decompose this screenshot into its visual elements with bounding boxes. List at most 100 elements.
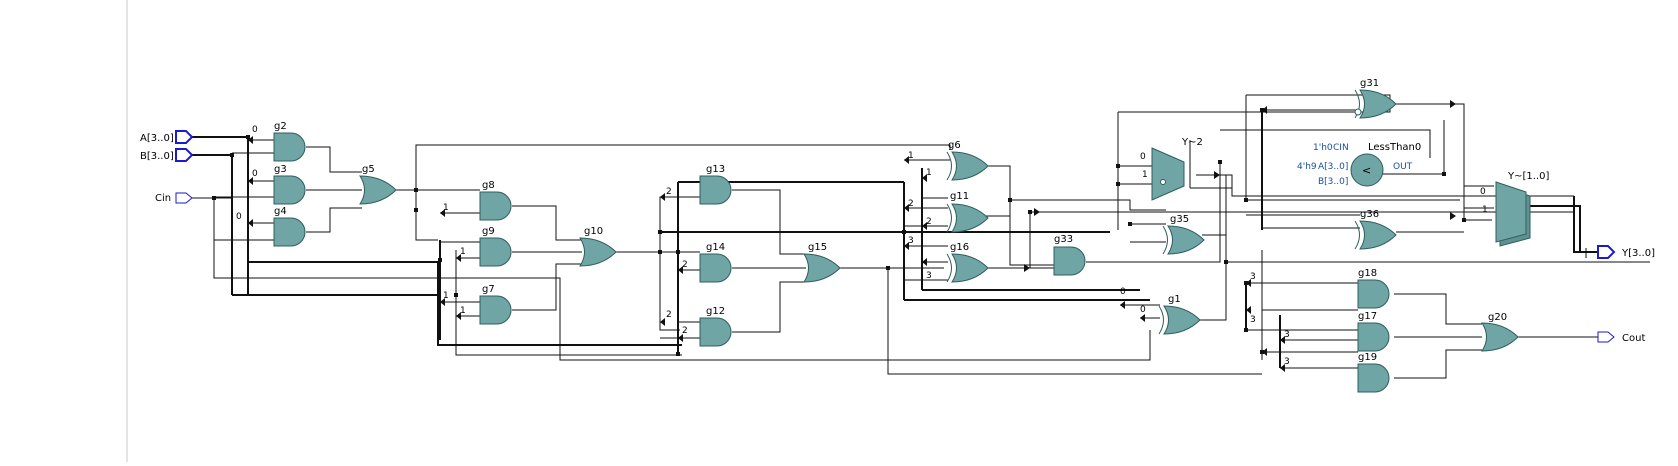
or-gate-g10[interactable] (579, 237, 617, 267)
port-cin-label: Cin (155, 193, 171, 204)
pane-splitter[interactable] (126, 0, 128, 462)
port-cout-label: Cout (1622, 333, 1645, 344)
port-a[interactable]: A[3..0] (140, 130, 194, 144)
label-g31: g31 (1360, 78, 1379, 89)
xor-gate-g6[interactable] (946, 151, 989, 181)
bit-label: 0 (252, 169, 258, 179)
left-pane (0, 0, 126, 462)
label-g2: g2 (274, 121, 287, 132)
and-gate-g2[interactable] (273, 132, 306, 162)
bit-label: 1 (460, 247, 466, 257)
label-g19: g19 (1358, 352, 1377, 363)
xor-gate-g1[interactable] (1158, 305, 1201, 335)
xor-gate-g11[interactable] (946, 203, 989, 233)
wires (192, 94, 1650, 379)
and-gate-g8[interactable] (479, 191, 512, 221)
bit-label: 1 (443, 291, 449, 301)
xor-gate-g35[interactable] (1162, 225, 1205, 255)
port-y-label: Y[3..0] (1621, 248, 1655, 259)
bit-label: 2 (926, 217, 932, 227)
bit-label: 1 (908, 151, 914, 161)
schematic-canvas[interactable]: A[3..0] B[3..0] Cin Y[3..0] Cout (128, 0, 1678, 462)
comparator-out-pin: OUT (1393, 162, 1413, 172)
comparator-symbol: < (1362, 164, 1371, 177)
gate-labels: g2 g3 g4 g5 g8 g9 g7 g10 g13 g14 g12 g15… (274, 78, 1507, 363)
bit-label: 3 (1250, 315, 1256, 325)
and-gate-g9[interactable] (479, 237, 512, 267)
and-gate-g17[interactable] (1357, 322, 1390, 352)
bit-label: 1 (460, 306, 466, 316)
mux-y-1-0[interactable]: 0 1 Y~[1..0] (1480, 171, 1549, 247)
and-gate-g4[interactable] (273, 217, 306, 247)
mux-y2-label: Y~2 (1181, 137, 1203, 148)
comparator-a-const: 4'h9 (1297, 162, 1317, 172)
schematic-svg[interactable]: A[3..0] B[3..0] Cin Y[3..0] Cout (128, 0, 1678, 462)
port-cout[interactable]: Cout (1597, 331, 1645, 344)
label-g17: g17 (1358, 311, 1377, 322)
label-g7: g7 (482, 284, 495, 295)
xor-gate-g31[interactable] (1354, 89, 1397, 119)
port-cin[interactable]: Cin (155, 192, 193, 204)
label-g36: g36 (1360, 209, 1379, 220)
xor-gate-g36[interactable] (1354, 220, 1397, 250)
comparator-cin-pin: CIN (1333, 143, 1349, 153)
comparator-lessthan0[interactable]: < LessThan0 1'h0 CIN 4'h9 A[3..0] B[3..0… (1297, 142, 1421, 187)
and-gate-g3[interactable] (273, 175, 306, 205)
label-g10: g10 (584, 226, 603, 237)
or-gate-g20[interactable] (1481, 322, 1519, 352)
label-g13: g13 (706, 164, 725, 175)
bit-label: 1 (443, 203, 449, 213)
label-g14: g14 (706, 242, 725, 253)
and-gate-g33[interactable] (1053, 246, 1086, 276)
and-gate-g18[interactable] (1357, 279, 1390, 309)
port-b[interactable]: B[3..0] (140, 148, 194, 162)
bus-markers (248, 100, 1456, 372)
label-g9: g9 (482, 226, 495, 237)
and-gate-g13[interactable] (699, 175, 732, 205)
mux-y10-in1-label: 1 (1482, 205, 1488, 215)
label-g4: g4 (274, 206, 287, 217)
bit-label: 2 (908, 199, 914, 209)
label-g33: g33 (1054, 234, 1073, 245)
bit-label: 0 (236, 212, 242, 222)
label-g16: g16 (950, 242, 969, 253)
wire-junctions (212, 108, 1466, 356)
label-g15: g15 (808, 242, 827, 253)
bit-label: 2 (666, 187, 672, 197)
bit-label: 2 (682, 326, 688, 336)
bit-label: 3 (908, 236, 914, 246)
comparator-b-pin: B[3..0] (1318, 177, 1348, 187)
label-g35: g35 (1170, 214, 1189, 225)
label-g3: g3 (274, 164, 287, 175)
comparator-a-pin: A[3..0] (1318, 162, 1348, 172)
xor-gate-g16[interactable] (946, 253, 989, 283)
port-a-label: A[3..0] (140, 133, 174, 144)
label-g8: g8 (482, 180, 495, 191)
mux-y2[interactable]: 0 1 Y~2 (1140, 137, 1203, 201)
mux-y10-in0-label: 0 (1480, 187, 1486, 197)
port-y[interactable]: Y[3..0] (1597, 245, 1655, 259)
and-gate-g14[interactable] (699, 253, 732, 283)
mux-y10-label: Y~[1..0] (1507, 171, 1549, 182)
bit-label: 3 (1284, 330, 1290, 340)
label-g12: g12 (706, 306, 725, 317)
and-gate-g19[interactable] (1357, 363, 1390, 393)
or-gate-g15[interactable] (803, 253, 841, 283)
and-gate-g12[interactable] (699, 317, 732, 347)
bit-label: 0 (252, 125, 258, 135)
bit-index-labels: 0 0 0 1 1 1 1 2 2 2 2 1 1 2 2 3 3 0 0 3 … (236, 125, 1290, 367)
label-g11: g11 (950, 191, 969, 202)
port-b-label: B[3..0] (140, 151, 174, 162)
label-g20: g20 (1488, 312, 1507, 323)
comparator-name: LessThan0 (1368, 142, 1421, 153)
bit-label: 0 (1120, 287, 1126, 297)
bit-label: 3 (1250, 272, 1256, 282)
mux-y2-in0-label: 0 (1140, 152, 1146, 162)
bit-label: 2 (682, 260, 688, 270)
comparator-cin-const: 1'h0 (1313, 143, 1333, 153)
or-gate-g5[interactable] (359, 175, 397, 205)
label-g5: g5 (362, 164, 375, 175)
bit-label: 2 (666, 310, 672, 320)
bit-label: 3 (926, 271, 932, 281)
and-gate-g7[interactable] (479, 295, 512, 325)
